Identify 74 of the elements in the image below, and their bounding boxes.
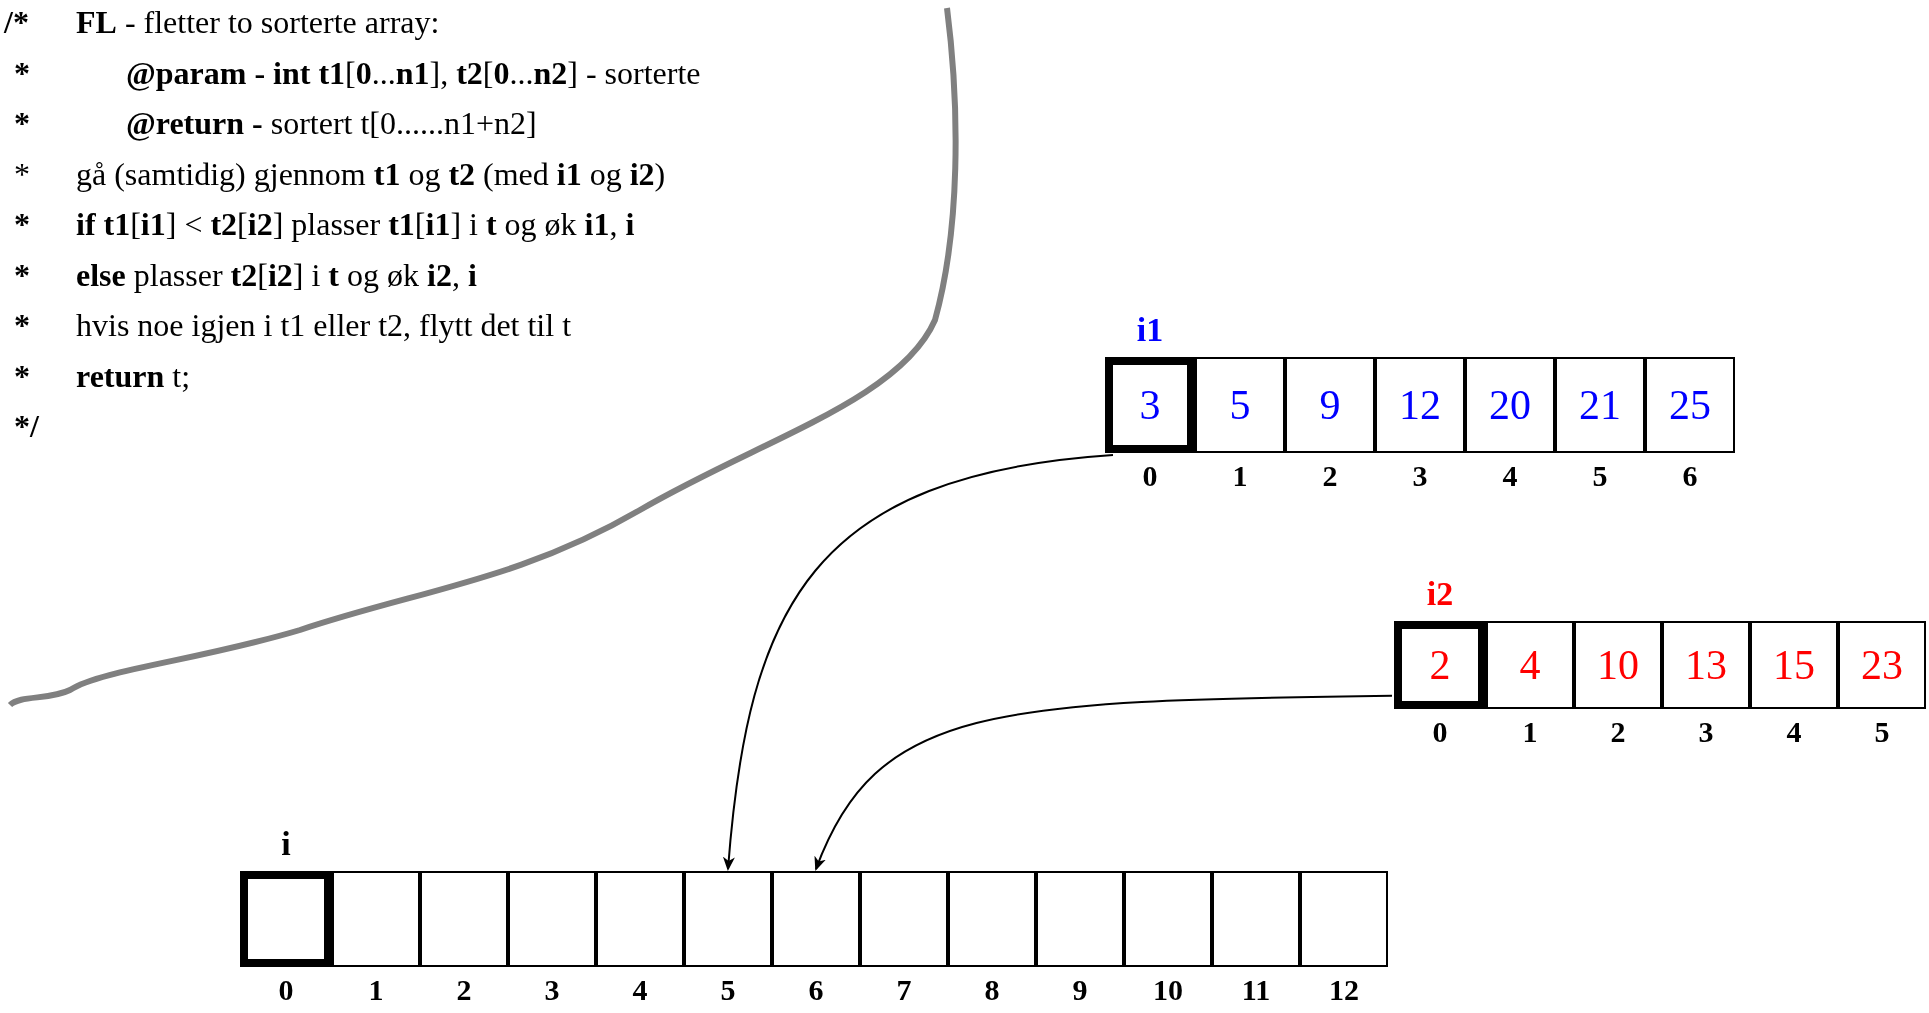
arrow [815,694,1393,871]
code-line: hvis noe igjen i t1 eller t2, flytt det til t [76,306,572,345]
array-cell: 9 [1285,357,1375,453]
index-label: 4 [631,973,649,1007]
comment-marker: * [14,306,30,345]
index-label: 2 [1321,459,1339,493]
index-label: 1 [1521,715,1539,749]
index-label: 3 [1411,459,1429,493]
comment-marker: * [14,104,30,143]
array-cell: 5 [1195,357,1285,453]
empty-array-cell [772,871,860,967]
index-label: 10 [1152,973,1184,1007]
code-line: gå (samtidig) gjennom t1 og t2 (med i1 og i2) [76,154,666,194]
index-label: 0 [1431,715,1449,749]
array-cell: 4 [1486,621,1574,709]
comment-marker: * [14,205,30,244]
index-label: 6 [1681,459,1699,493]
empty-array-cell [1212,871,1300,967]
comment-marker: */ [14,407,39,446]
pointer-label: i1 [1135,313,1165,347]
empty-array-cell [420,871,508,967]
index-label: 12 [1328,973,1360,1007]
index-label: 8 [983,973,1001,1007]
index-label: 9 [1071,973,1089,1007]
comment-marker: * [14,53,30,93]
index-label: 6 [807,973,825,1007]
array-cell: 12 [1375,357,1465,453]
index-label: 1 [367,973,385,1007]
code-line: @param - int t1[0...n1], t2[0...n2] - sorterte [126,53,701,93]
array-cell: 25 [1645,357,1735,453]
pointer-label: i [280,827,292,861]
empty-array-cell [1036,871,1124,967]
empty-array-cell [332,871,420,967]
index-label: 4 [1501,459,1519,493]
index-label: 5 [719,973,737,1007]
array-cell: 20 [1465,357,1555,453]
arrow [723,454,1114,871]
empty-array-cell [596,871,684,967]
index-label: 3 [543,973,561,1007]
index-label: 4 [1785,715,1803,749]
array-cell: 3 [1105,357,1195,453]
array-cell: 2 [1394,621,1486,709]
index-label: 5 [1873,715,1891,749]
array-cell: 15 [1750,621,1838,709]
index-label: 2 [455,973,473,1007]
index-label: 0 [1141,459,1159,493]
code-line: @return - sortert t[0......n1+n2] [126,104,537,143]
index-label: 11 [1240,973,1272,1007]
empty-array-cell [240,871,332,967]
comment-marker: * [14,356,30,396]
comment-marker: /* [4,3,29,42]
index-label: 1 [1231,459,1249,493]
index-label: 0 [277,973,295,1007]
array-cell: 21 [1555,357,1645,453]
empty-array-cell [860,871,948,967]
empty-array-cell [684,871,772,967]
code-line: else plasser t2[i2] i t og øk i2, i [76,255,477,295]
comment-marker: * [14,255,30,295]
empty-array-cell [1300,871,1388,967]
index-label: 7 [895,973,913,1007]
array-cell: 13 [1662,621,1750,709]
empty-array-cell [948,871,1036,967]
empty-array-cell [508,871,596,967]
array-cell: 10 [1574,621,1662,709]
empty-array-cell [1124,871,1212,967]
array-cell: 23 [1838,621,1926,709]
code-line: FL - fletter to sorterte array: [76,3,440,42]
pointer-label: i2 [1425,577,1455,611]
index-label: 3 [1697,715,1715,749]
code-line: if t1[i1] < t2[i2] plasser t1[i1] i t og øk i1, i [76,205,635,244]
index-label: 5 [1591,459,1609,493]
code-line: return t; [76,356,191,396]
index-label: 2 [1609,715,1627,749]
comment-marker: * [14,154,30,194]
